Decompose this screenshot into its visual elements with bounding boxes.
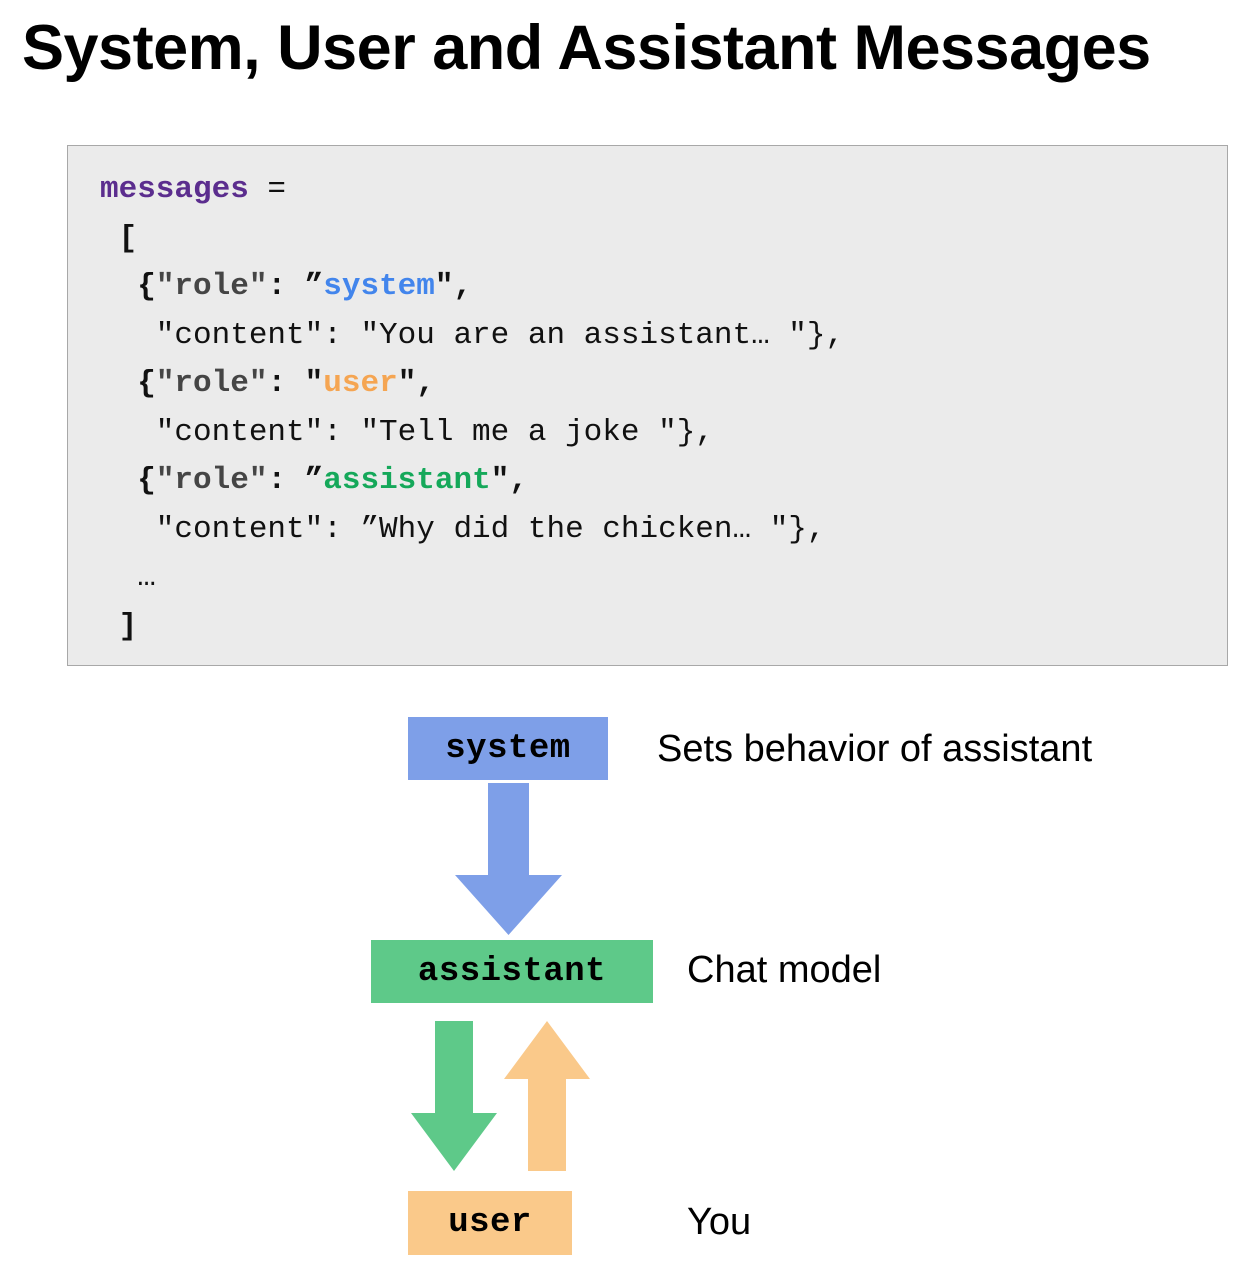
code-token-op: =	[248, 172, 305, 207]
line-system-role: {"role": ”system",	[100, 263, 1227, 312]
code-token-punct: ]	[100, 608, 138, 644]
code-token-punct: "	[304, 366, 324, 401]
code-token-punct: :	[267, 269, 305, 304]
code-token-user: user	[323, 366, 398, 401]
line-user-content: "content": "Tell me a joke "},	[100, 409, 1227, 458]
code-token-plain: "content": ”Why did the chicken… "},	[100, 511, 826, 547]
code-token-plain: "content": "You are an assistant… "},	[100, 317, 845, 353]
code-token-punct: ”	[304, 269, 324, 304]
code-token-punct: {	[100, 463, 156, 498]
code-token-punct: :	[267, 366, 305, 401]
code-token-plain: "content": "Tell me a joke "},	[100, 414, 714, 450]
code-token-system: system	[323, 269, 435, 304]
code-token-key: "role"	[155, 366, 268, 401]
code-token-assistant: assistant	[323, 463, 491, 498]
node-assistant-description: Chat model	[687, 949, 882, 991]
line-system-content: "content": "You are an assistant… "},	[100, 312, 1227, 361]
line-assign: messages =	[100, 166, 1227, 215]
node-assistant[interactable]: assistant	[371, 940, 653, 1003]
node-system-description: Sets behavior of assistant	[657, 728, 1093, 770]
line-assistant-content: "content": ”Why did the chicken… "},	[100, 506, 1227, 555]
code-token-punct: [	[100, 220, 138, 256]
code-token-plain: …	[100, 560, 156, 595]
code-token-key: "role"	[155, 463, 268, 498]
arrow-system-to-assistant-icon	[455, 783, 562, 935]
code-token-punct: {	[100, 366, 156, 401]
code-token-punct: ”	[304, 463, 324, 498]
code-token-var: messages	[100, 172, 249, 207]
code-token-punct: ",	[490, 463, 528, 498]
line-close-bracket: ]	[100, 603, 1227, 652]
line-ellipsis: …	[100, 554, 1227, 603]
node-user-description: You	[687, 1201, 752, 1243]
code-lines: messages = [ {"role": ”system", "content…	[100, 166, 1227, 651]
line-user-role: {"role": "user",	[100, 360, 1227, 409]
node-user[interactable]: user	[408, 1191, 572, 1255]
node-system[interactable]: system	[408, 717, 608, 780]
code-block: messages = [ {"role": ”system", "content…	[67, 145, 1228, 666]
page-title: System, User and Assistant Messages	[22, 13, 1151, 83]
line-open-bracket: [	[100, 215, 1227, 264]
arrow-assistant-to-user-icon	[411, 1021, 497, 1171]
line-assistant-role: {"role": ”assistant",	[100, 457, 1227, 506]
code-token-punct: ",	[434, 269, 473, 304]
code-token-key: "role"	[155, 269, 268, 304]
arrow-user-to-assistant-icon	[504, 1021, 590, 1171]
code-token-punct: {	[100, 269, 156, 304]
code-token-punct: :	[267, 463, 305, 498]
code-token-punct: ",	[397, 366, 435, 401]
